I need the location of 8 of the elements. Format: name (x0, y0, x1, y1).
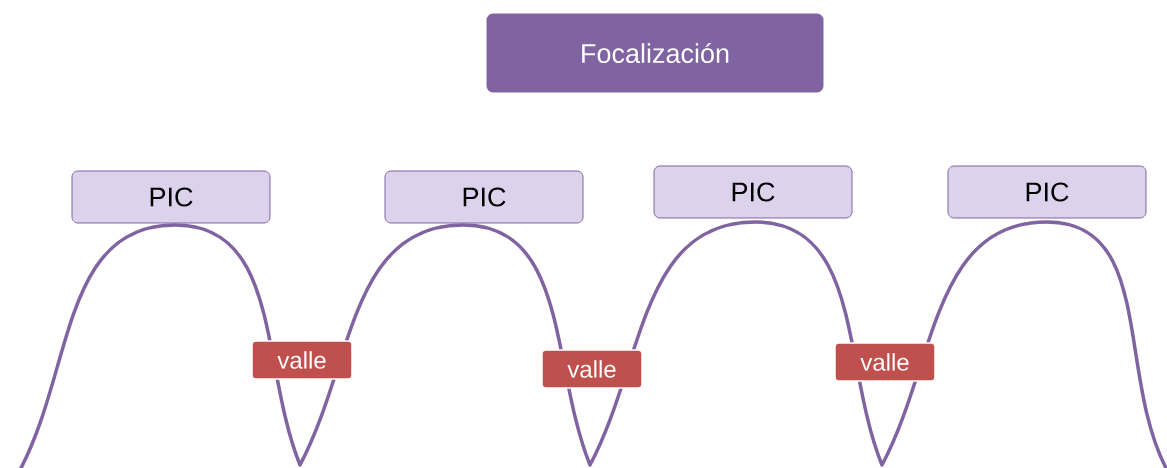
valley-label-box: valle (541, 349, 643, 389)
peak-label-box: PIC (384, 170, 584, 224)
peak-label-box: PIC (947, 165, 1147, 219)
valley-label-box: valle (834, 342, 936, 382)
title-box: Focalización (483, 10, 827, 96)
peak-label-box: PIC (653, 165, 853, 219)
valley-label-box: valle (251, 340, 353, 380)
peak-label-box: PIC (71, 170, 271, 224)
